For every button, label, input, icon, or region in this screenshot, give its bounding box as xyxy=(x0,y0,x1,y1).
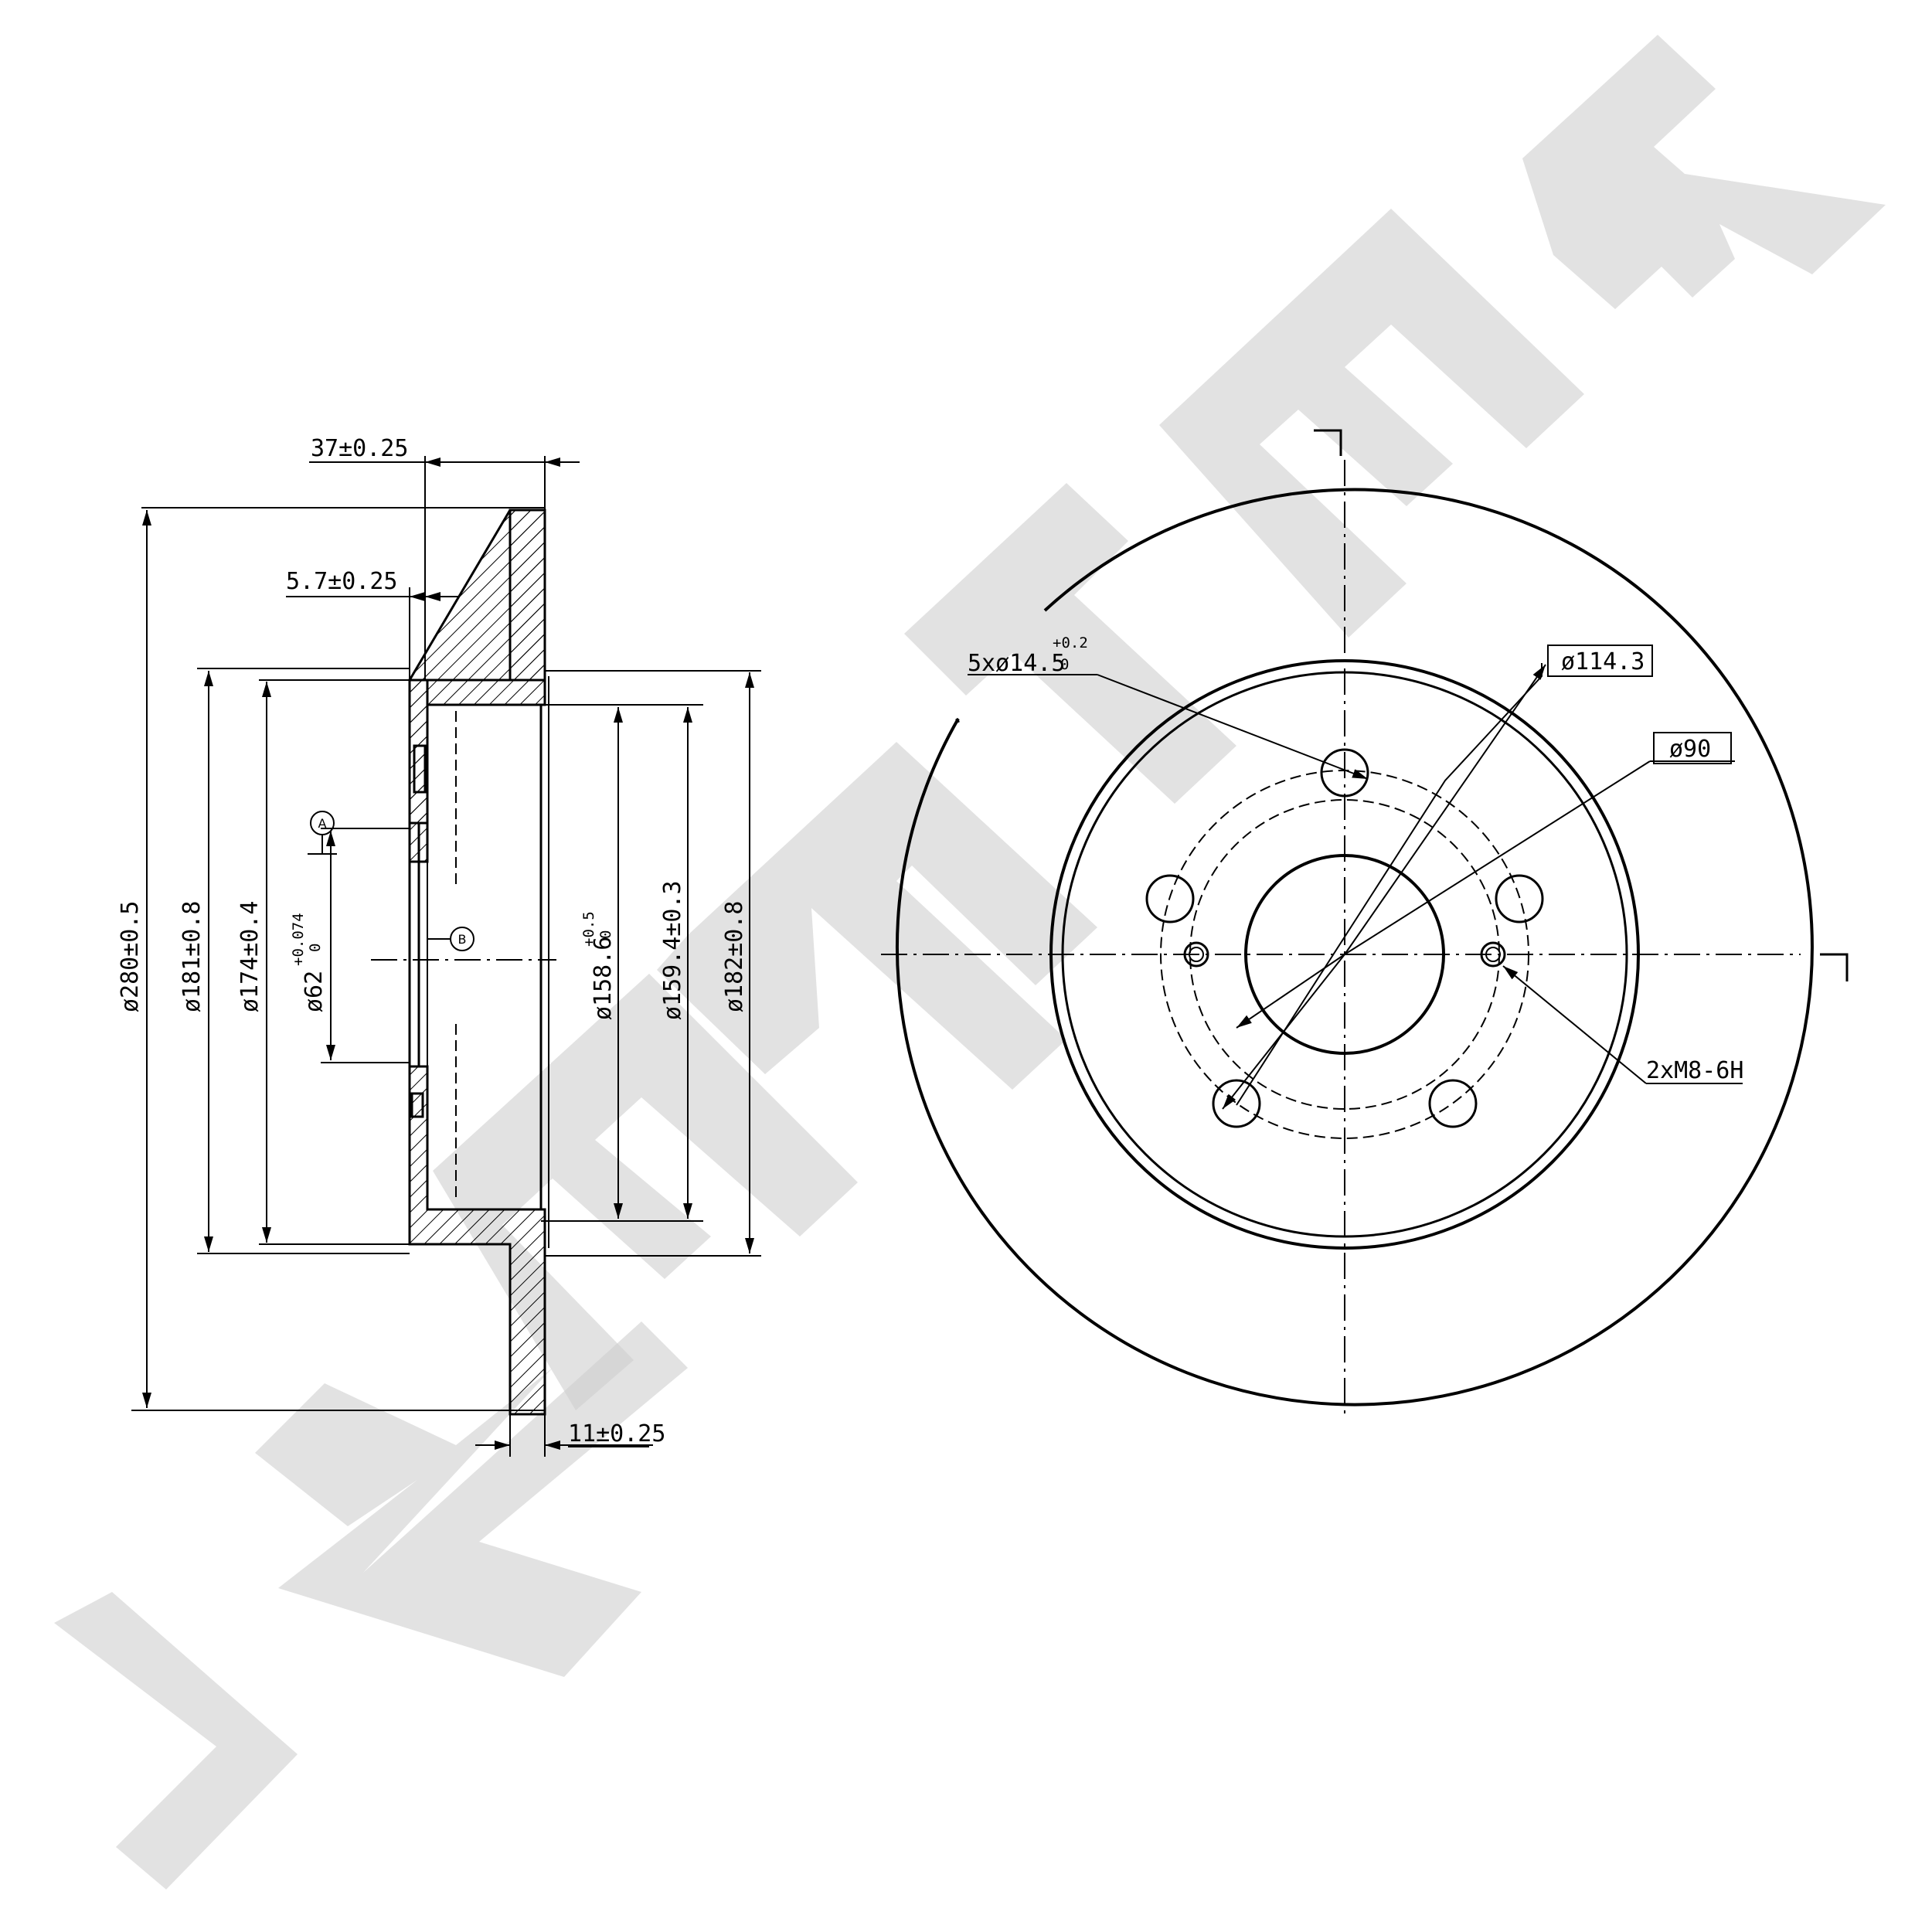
section-view: A B 37±0.25 5.7±0.25 11±0.25 ø280±0.5 ø1… xyxy=(117,435,761,1457)
watermark-letter-z xyxy=(255,1321,688,1677)
holes-tol-upper: +0.2 xyxy=(1053,634,1088,651)
watermark-letter-t xyxy=(904,483,1236,804)
dia-bore: ø62 xyxy=(301,971,328,1012)
pcd-label-box xyxy=(1547,645,1653,677)
dia-outer: ø280±0.5 xyxy=(117,901,144,1013)
bolt-hole-2 xyxy=(1145,874,1195,923)
pcd-label: ø114.3 xyxy=(1561,648,1645,675)
holes-label: 5xø14.5 xyxy=(968,650,1065,677)
datum-b-label: B xyxy=(458,932,467,947)
dim-width-top: 37±0.25 xyxy=(311,435,408,462)
section-marker-right xyxy=(1820,953,1849,981)
watermark-chevron xyxy=(54,1592,298,1889)
bolt-hole-4 xyxy=(1212,1079,1261,1128)
dia-bore-tol-upper: +0.074 xyxy=(290,913,307,966)
bolt-hole-3 xyxy=(1495,874,1544,923)
dia-158: ø158.6 xyxy=(590,937,617,1020)
dia-174: ø174±0.4 xyxy=(236,901,264,1013)
watermark-letter-n xyxy=(657,742,1097,1090)
dia-bore-tol-lower: 0 xyxy=(307,944,324,952)
bolt-hole-5 xyxy=(1428,1079,1478,1128)
watermark xyxy=(54,35,1886,1889)
disc-outer-edge xyxy=(895,488,1814,1406)
section-marker-top xyxy=(1314,429,1342,456)
center-dia-label-box xyxy=(1653,732,1732,764)
center-dia-label: ø90 xyxy=(1669,736,1711,763)
hub-bolt-top xyxy=(413,744,427,794)
datum-a-label: A xyxy=(318,816,327,831)
thread-label: 2xM8-6H xyxy=(1646,1057,1743,1084)
holes-tol-lower: 0 xyxy=(1060,656,1069,673)
dia-181: ø181±0.8 xyxy=(179,901,206,1013)
hub-bolt-bottom xyxy=(410,1092,424,1118)
dim-thickness: 5.7±0.25 xyxy=(286,568,398,595)
dia-158-tol-upper: +0.5 xyxy=(580,911,597,947)
dia-158-tol-lower: 0 xyxy=(597,930,614,939)
front-view: 5xø14.5 +0.2 0 ø114.3 ø90 2xM8-6H xyxy=(881,429,1849,1414)
section-profile-top-cup xyxy=(408,509,546,863)
watermark-letter-e2 xyxy=(1159,209,1584,638)
hub-face xyxy=(408,821,420,1068)
dia-159: ø159.4±0.3 xyxy=(659,880,686,1020)
dia-182: ø182±0.8 xyxy=(721,901,748,1013)
watermark-letter-k xyxy=(1522,35,1886,309)
dim-disc-thickness: 11±0.25 xyxy=(568,1420,665,1447)
